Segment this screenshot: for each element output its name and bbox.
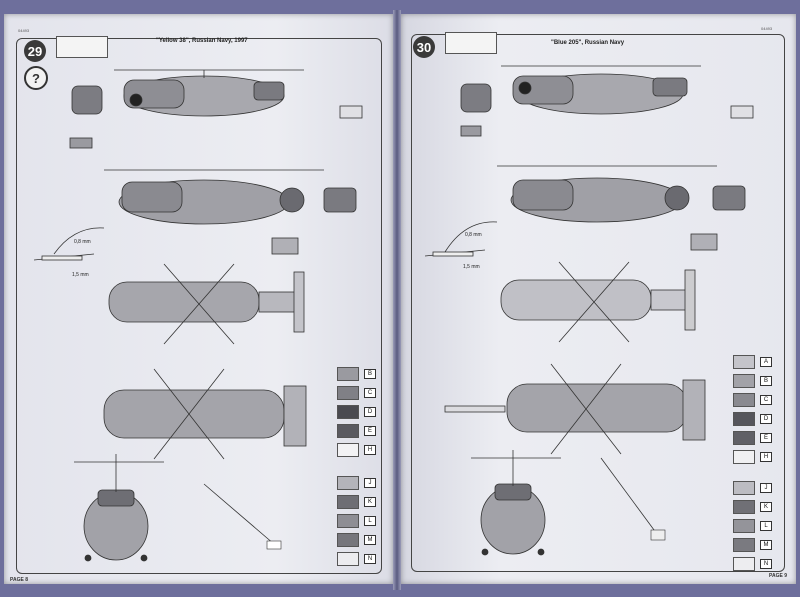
dimension-note: 1,5 mm bbox=[72, 272, 89, 278]
side-view-helicopter bbox=[460, 65, 754, 137]
color-key-row: K bbox=[337, 494, 376, 510]
rotor-blade-detail bbox=[424, 221, 498, 257]
paint-color-key: B C D E H J K L bbox=[337, 366, 376, 570]
page-number: PAGE 8 bbox=[10, 577, 28, 583]
scheme-title: "Yellow 38", Russian Navy, 1997 bbox=[156, 38, 248, 44]
color-swatch bbox=[337, 476, 359, 490]
book-spine bbox=[393, 10, 401, 590]
color-code-label: J bbox=[760, 483, 772, 493]
color-swatch bbox=[733, 412, 755, 426]
color-key-row: C bbox=[337, 385, 376, 401]
thickness-note: 0,8 mm bbox=[74, 239, 91, 245]
helicopter-drawings bbox=[33, 69, 363, 562]
color-code-label: N bbox=[364, 554, 376, 564]
color-key-row: M bbox=[733, 537, 772, 553]
front-view-helicopter bbox=[74, 454, 164, 562]
color-code-label: K bbox=[760, 502, 772, 512]
color-swatch bbox=[337, 367, 359, 381]
color-code-label: C bbox=[760, 395, 772, 405]
page-frame bbox=[16, 38, 382, 574]
color-swatch bbox=[337, 533, 359, 547]
dimension-note: 1,5 mm bbox=[463, 264, 480, 270]
color-key-row: E bbox=[337, 423, 376, 439]
color-code-label: D bbox=[760, 414, 772, 424]
document-code: 04493 bbox=[18, 28, 30, 33]
color-code-label: A bbox=[760, 357, 772, 367]
color-key-row: E bbox=[733, 430, 772, 446]
front-view-helicopter bbox=[471, 450, 561, 556]
decal-sheet-thumbnail bbox=[56, 36, 108, 58]
color-swatch bbox=[337, 443, 359, 457]
color-swatch bbox=[733, 450, 755, 464]
color-key-row: K bbox=[733, 499, 772, 515]
color-key-row: C bbox=[733, 392, 772, 408]
side-view-helicopter bbox=[69, 69, 363, 149]
color-key-row: L bbox=[337, 513, 376, 529]
step-number-badge: 29 bbox=[24, 40, 46, 62]
color-code-label: K bbox=[364, 497, 376, 507]
color-swatch bbox=[337, 424, 359, 438]
color-swatch bbox=[733, 481, 755, 495]
side-view-helicopter-2 bbox=[104, 169, 357, 255]
color-code-label: D bbox=[364, 407, 376, 417]
color-code-label: B bbox=[760, 376, 772, 386]
color-code-label: L bbox=[364, 516, 376, 526]
color-code-label: M bbox=[364, 535, 376, 545]
color-swatch bbox=[733, 374, 755, 388]
color-swatch bbox=[733, 557, 755, 571]
step-number-badge: 30 bbox=[413, 36, 435, 58]
color-swatch bbox=[733, 393, 755, 407]
color-key-row: B bbox=[733, 373, 772, 389]
page-number: PAGE 9 bbox=[769, 573, 787, 579]
color-key-row: M bbox=[337, 532, 376, 548]
side-view-helicopter-2 bbox=[497, 165, 746, 251]
thickness-note: 0,8 mm bbox=[465, 232, 482, 238]
color-code-label: L bbox=[760, 521, 772, 531]
color-key-row: N bbox=[733, 556, 772, 572]
color-key-row: H bbox=[733, 449, 772, 465]
color-code-label: J bbox=[364, 478, 376, 488]
color-swatch bbox=[733, 500, 755, 514]
color-swatch bbox=[733, 538, 755, 552]
color-swatch bbox=[337, 552, 359, 566]
help-question-icon: ? bbox=[24, 66, 48, 90]
color-code-label: C bbox=[364, 388, 376, 398]
color-key-row: D bbox=[733, 411, 772, 427]
rotor-blade-detail bbox=[33, 227, 105, 261]
color-key-row: N bbox=[337, 551, 376, 567]
instruction-page-right: 04493 30 "Blue 205", Russian Navy bbox=[401, 14, 796, 584]
scheme-title: "Blue 205", Russian Navy bbox=[551, 40, 625, 46]
bottom-view-helicopter bbox=[444, 363, 706, 455]
color-swatch bbox=[337, 386, 359, 400]
color-swatch bbox=[337, 514, 359, 528]
color-key-row: J bbox=[337, 475, 376, 491]
helicopter-drawings bbox=[424, 65, 754, 556]
color-swatch bbox=[733, 355, 755, 369]
color-key-row: H bbox=[337, 442, 376, 458]
color-key-row: B bbox=[337, 366, 376, 382]
color-key-row: L bbox=[733, 518, 772, 534]
paint-color-key: A B C D E H J K bbox=[733, 354, 772, 575]
color-swatch bbox=[337, 405, 359, 419]
color-code-label: E bbox=[760, 433, 772, 443]
color-swatch bbox=[733, 431, 755, 445]
color-key-row: A bbox=[733, 354, 772, 370]
color-code-label: M bbox=[760, 540, 772, 550]
top-view-helicopter bbox=[108, 263, 305, 345]
color-swatch bbox=[733, 519, 755, 533]
instruction-page-left: 04493 29 ? "Yellow 38", Russian Navy, 19… bbox=[4, 14, 393, 584]
color-swatch bbox=[337, 495, 359, 509]
document-code: 04493 bbox=[761, 26, 773, 31]
color-code-label: N bbox=[760, 559, 772, 569]
color-code-label: H bbox=[364, 445, 376, 455]
color-code-label: H bbox=[760, 452, 772, 462]
bottom-view-helicopter bbox=[103, 368, 307, 460]
color-key-row: J bbox=[733, 480, 772, 496]
color-code-label: E bbox=[364, 426, 376, 436]
color-key-row: D bbox=[337, 404, 376, 420]
decal-sheet-thumbnail bbox=[445, 32, 497, 54]
top-view-helicopter bbox=[500, 261, 696, 343]
color-code-label: B bbox=[364, 369, 376, 379]
page-frame bbox=[411, 34, 785, 572]
